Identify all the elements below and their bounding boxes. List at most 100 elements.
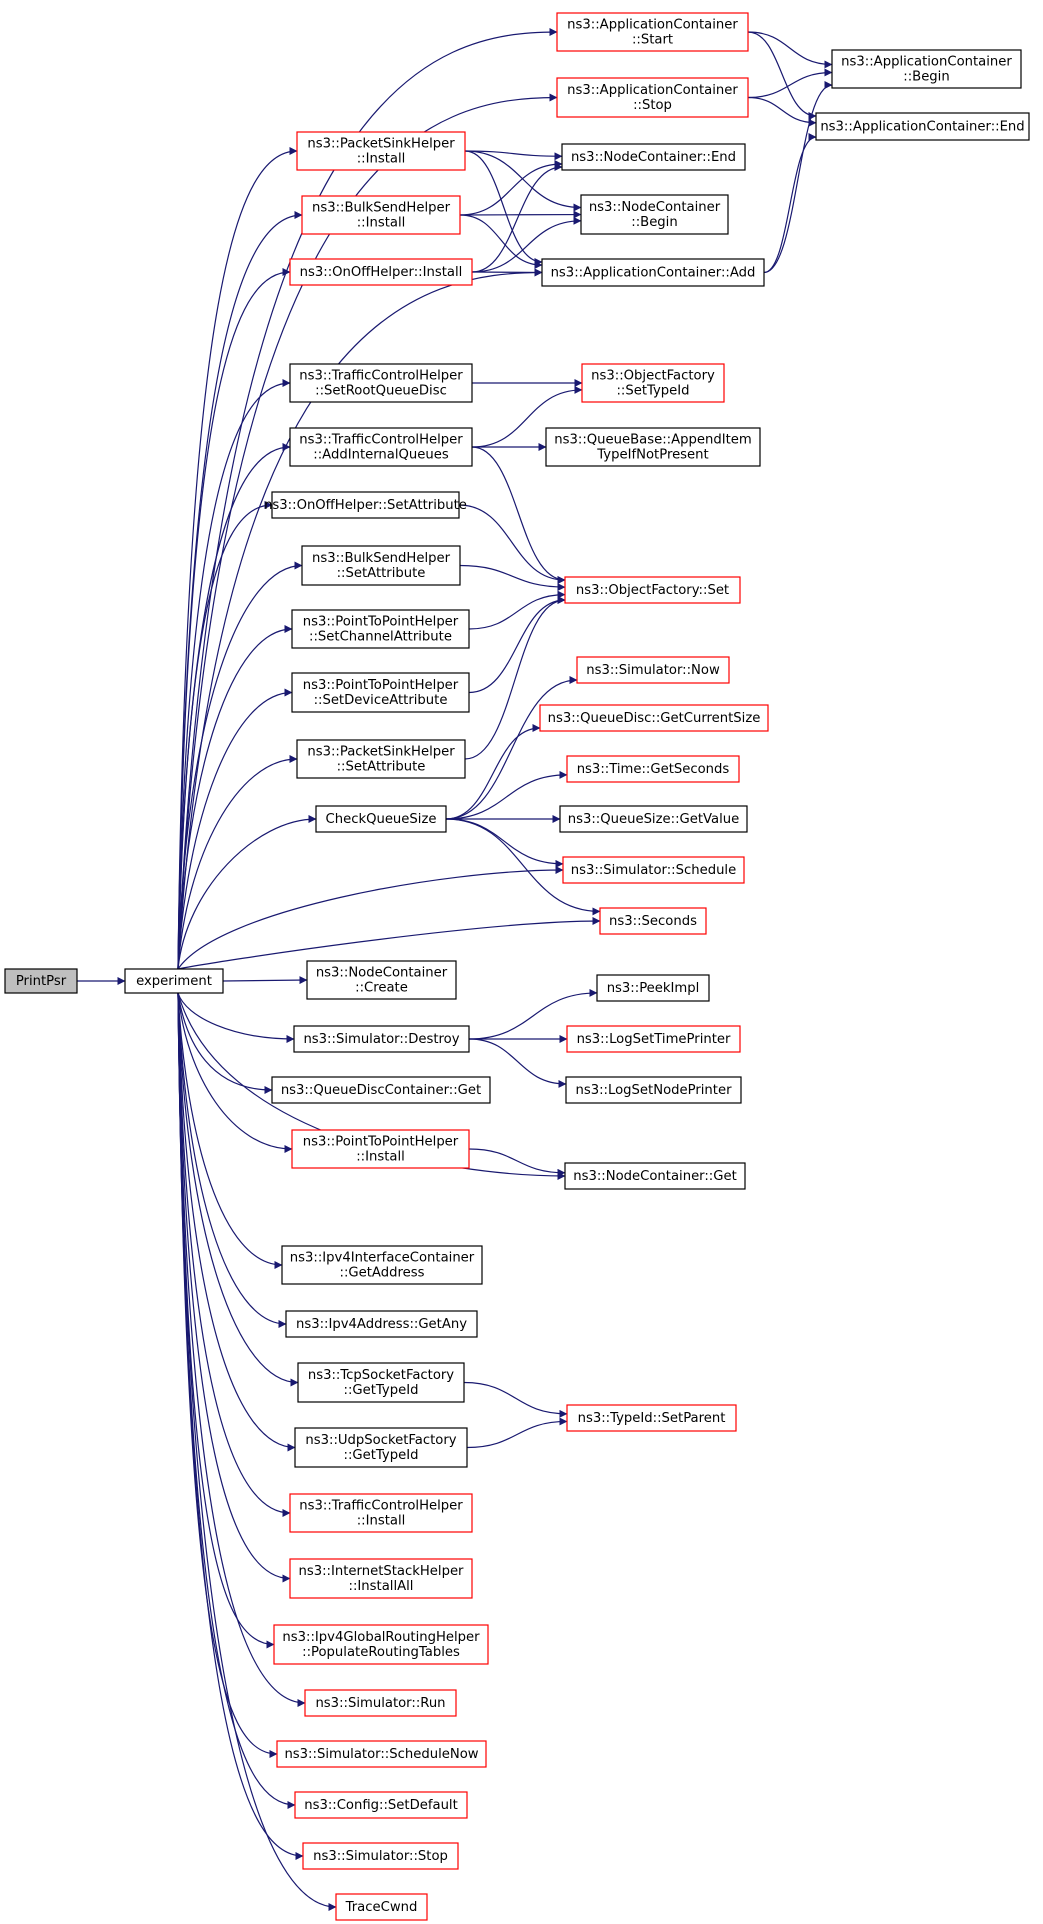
node-BSHInstall[interactable]: ns3::BulkSendHelper::Install: [301, 195, 461, 235]
edge-experiment-to-P2PSetDev: [177, 688, 293, 970]
node-label-line: ns3::Ipv4GlobalRoutingHelper: [282, 1630, 480, 1645]
function-nodes: PrintPsr experiment ns3::ApplicationContai…: [4, 12, 1030, 1921]
node-QDGetCur[interactable]: ns3::QueueDisc::GetCurrentSize: [539, 704, 769, 732]
node-TcpGetTypeId[interactable]: ns3::TcpSocketFactory::GetTypeId: [297, 1362, 465, 1403]
node-label-line: ::Create: [355, 981, 408, 996]
node-AppStart[interactable]: ns3::ApplicationContainer::Start: [556, 12, 749, 52]
node-label-line: ::SetAttribute: [337, 760, 426, 775]
node-box: [335, 1893, 428, 1921]
node-label-line: ns3::InternetStackHelper: [299, 1564, 465, 1579]
node-box: [302, 1842, 459, 1870]
node-P2PSetDev[interactable]: ns3::PointToPointHelper::SetDeviceAttrib…: [291, 672, 470, 713]
edge-BSHInstall-to-NCEnd: [459, 160, 563, 216]
node-P2PInstall[interactable]: ns3::PointToPointHelper::Install: [291, 1129, 470, 1169]
node-box: [556, 12, 749, 52]
node-experiment[interactable]: experiment: [124, 968, 224, 994]
edge-CheckQueueSize-to-QDGetCur: [445, 724, 541, 820]
node-AppBegin[interactable]: ns3::ApplicationContainer::Begin: [831, 49, 1022, 89]
node-SimRun[interactable]: ns3::Simulator::Run: [304, 1689, 457, 1717]
edge-experiment-to-QDCGet: [177, 992, 273, 1094]
node-OFSetTypeId[interactable]: ns3::ObjectFactory::SetTypeId: [581, 363, 725, 403]
node-CheckQueueSize[interactable]: CheckQueueSize: [315, 805, 447, 833]
node-QDCGet[interactable]: ns3::QueueDiscContainer::Get: [271, 1076, 491, 1104]
node-box: [581, 363, 725, 403]
node-PSHSetAttr[interactable]: ns3::PacketSinkHelper::SetAttribute: [296, 739, 466, 779]
node-PeekImpl[interactable]: ns3::PeekImpl: [596, 974, 710, 1002]
node-label-line: ns3::PeekImpl: [607, 981, 700, 996]
node-NCCreate[interactable]: ns3::NodeContainer::Create: [306, 960, 457, 1000]
node-ConfigSetDefault[interactable]: ns3::Config::SetDefault: [294, 1791, 468, 1819]
edge-experiment-to-SimRun: [177, 992, 306, 1707]
node-OOHSetAttr[interactable]: ns3::OnOffHelper::SetAttribute: [264, 491, 467, 519]
node-box: [289, 258, 473, 286]
node-label-line: ns3::OnOffHelper::SetAttribute: [264, 498, 467, 513]
edge-experiment-to-P2PInstall: [177, 992, 293, 1153]
node-label-line: ns3::ApplicationContainer: [567, 18, 738, 33]
node-P2PSetChan[interactable]: ns3::PointToPointHelper::SetChannelAttri…: [291, 609, 470, 649]
node-label-line: ns3::Simulator::Schedule: [571, 863, 736, 878]
node-LogSetTime[interactable]: ns3::LogSetTimePrinter: [566, 1025, 741, 1053]
edge-AppAdd-to-AppEnd: [763, 133, 817, 274]
call-edges: [77, 28, 833, 1911]
node-PSHInstall[interactable]: ns3::PacketSinkHelper::Install: [296, 131, 466, 171]
node-NCBegin[interactable]: ns3::NodeContainer::Begin: [580, 194, 729, 235]
node-NCGet[interactable]: ns3::NodeContainer::Get: [564, 1162, 746, 1190]
node-SimSchedule[interactable]: ns3::Simulator::Schedule: [562, 856, 745, 884]
node-TypeIdSetParent[interactable]: ns3::TypeId::SetParent: [566, 1404, 737, 1432]
edge-UdpGetTypeId-to-TypeIdSetParent: [466, 1417, 568, 1449]
node-LogSetNode[interactable]: ns3::LogSetNodePrinter: [565, 1076, 742, 1104]
node-TCHSetRoot[interactable]: ns3::TrafficControlHelper::SetRootQueueD…: [289, 363, 473, 403]
node-box: [301, 195, 461, 235]
node-box: [304, 1689, 457, 1717]
node-QBAppend[interactable]: ns3::QueueBase::AppendItemTypeIfNotPrese…: [545, 427, 761, 467]
node-OFSet[interactable]: ns3::ObjectFactory::Set: [564, 576, 741, 604]
node-AppStop[interactable]: ns3::ApplicationContainer::Stop: [556, 77, 749, 118]
node-SimStop[interactable]: ns3::Simulator::Stop: [302, 1842, 459, 1870]
node-box: [561, 143, 746, 171]
node-AppEnd[interactable]: ns3::ApplicationContainer::End: [815, 112, 1030, 141]
edge-CheckQueueSize-to-TimeGetSec: [445, 770, 568, 820]
node-QSGetValue[interactable]: ns3::QueueSize::GetValue: [559, 805, 748, 833]
node-box: [566, 1025, 741, 1053]
node-SimDestroy[interactable]: ns3::Simulator::Destroy: [293, 1025, 470, 1053]
node-label-line: ::GetAddress: [340, 1266, 425, 1281]
node-label-line: ns3::NodeContainer: [589, 200, 721, 215]
node-label-line: ns3::QueueBase::AppendItem: [554, 433, 751, 448]
node-box: [541, 258, 765, 287]
node-TCHInstall[interactable]: ns3::TrafficControlHelper::Install: [289, 1493, 473, 1533]
node-box: [291, 609, 470, 649]
node-NCEnd[interactable]: ns3::NodeContainer::End: [561, 143, 746, 171]
node-AppAdd[interactable]: ns3::ApplicationContainer::Add: [541, 258, 765, 287]
node-TimeGetSec[interactable]: ns3::Time::GetSeconds: [566, 755, 740, 783]
node-ISHInstallAll[interactable]: ns3::InternetStackHelper::InstallAll: [289, 1558, 473, 1599]
node-PrintPsr[interactable]: PrintPsr: [4, 968, 78, 994]
edge-experiment-to-SimSchedule: [177, 866, 564, 970]
node-box: [294, 1427, 468, 1468]
node-label-line: ns3::TypeId::SetParent: [578, 1411, 726, 1426]
node-SimNow[interactable]: ns3::Simulator::Now: [576, 656, 730, 684]
node-box: [596, 974, 710, 1002]
node-label-line: ::SetDeviceAttribute: [314, 693, 448, 708]
node-OOHInstall[interactable]: ns3::OnOffHelper::Install: [289, 258, 473, 286]
node-UdpGetTypeId[interactable]: ns3::UdpSocketFactory::GetTypeId: [294, 1427, 468, 1468]
node-label-line: ns3::Config::SetDefault: [304, 1798, 458, 1813]
node-SimScheduleNow[interactable]: ns3::Simulator::ScheduleNow: [276, 1740, 487, 1768]
node-label-line: ::Start: [632, 33, 673, 48]
edge-PSHInstall-to-NCEnd: [464, 150, 563, 161]
node-IfcGetAddr[interactable]: ns3::Ipv4InterfaceContainer::GetAddress: [281, 1245, 483, 1285]
node-box: [289, 1493, 473, 1533]
edge-TCHAddInt-to-OFSetTypeId: [471, 385, 583, 448]
node-label-line: ::Begin: [631, 215, 677, 230]
node-BSHSetAttr[interactable]: ns3::BulkSendHelper::SetAttribute: [301, 545, 461, 586]
node-label-line: ns3::QueueDisc::GetCurrentSize: [548, 711, 761, 726]
node-box: [276, 1740, 487, 1768]
edge-P2PSetDev-to-OFSet: [468, 596, 566, 694]
node-TCHAddInt[interactable]: ns3::TrafficControlHelper::AddInternalQu…: [289, 427, 473, 467]
node-AddrGetAny[interactable]: ns3::Ipv4Address::GetAny: [285, 1310, 478, 1338]
node-label-line: ::SetRootQueueDisc: [315, 384, 447, 399]
node-label-line: ns3::NodeContainer::End: [571, 150, 736, 165]
node-TraceCwnd[interactable]: TraceCwnd: [335, 1893, 428, 1921]
node-Seconds[interactable]: ns3::Seconds: [599, 907, 707, 935]
node-GRHPopulate[interactable]: ns3::Ipv4GlobalRoutingHelper::PopulateRo…: [273, 1624, 489, 1665]
